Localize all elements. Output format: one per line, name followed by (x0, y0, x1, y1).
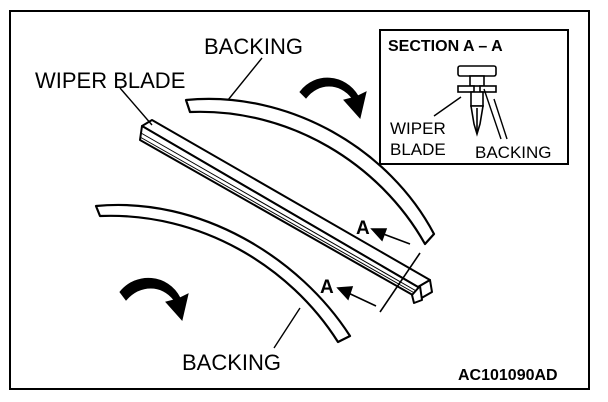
backing-bottom-label: BACKING (182, 350, 281, 375)
rotation-arrow-bottom (119, 278, 189, 322)
cross-section-drawing (457, 65, 497, 137)
section-marker-upper: A (356, 218, 370, 239)
backing-top-strip (184, 97, 436, 246)
section-arrow-upper (370, 228, 421, 313)
inset-title: SECTION A – A (388, 38, 503, 55)
section-arrow-lower (336, 286, 377, 307)
backing-top-label: BACKING (204, 34, 303, 59)
wiper-blade-label: WIPER BLADE (35, 68, 185, 93)
inset-leaders (433, 88, 508, 140)
label-leaders (119, 57, 301, 349)
backing-bottom-strip (94, 203, 352, 344)
inset-wiper-label-1: WIPER (390, 119, 446, 138)
figure-code: AC101090AD (458, 367, 558, 384)
rotation-arrow-top (299, 77, 367, 120)
section-inset: SECTION A – A WIPER BLADE BACKING (379, 29, 569, 165)
inset-wiper-label-2: BLADE (390, 140, 446, 159)
section-marker-lower: A (320, 277, 334, 298)
inset-backing-label: BACKING (475, 143, 552, 162)
wiper-blade-body (139, 119, 433, 304)
